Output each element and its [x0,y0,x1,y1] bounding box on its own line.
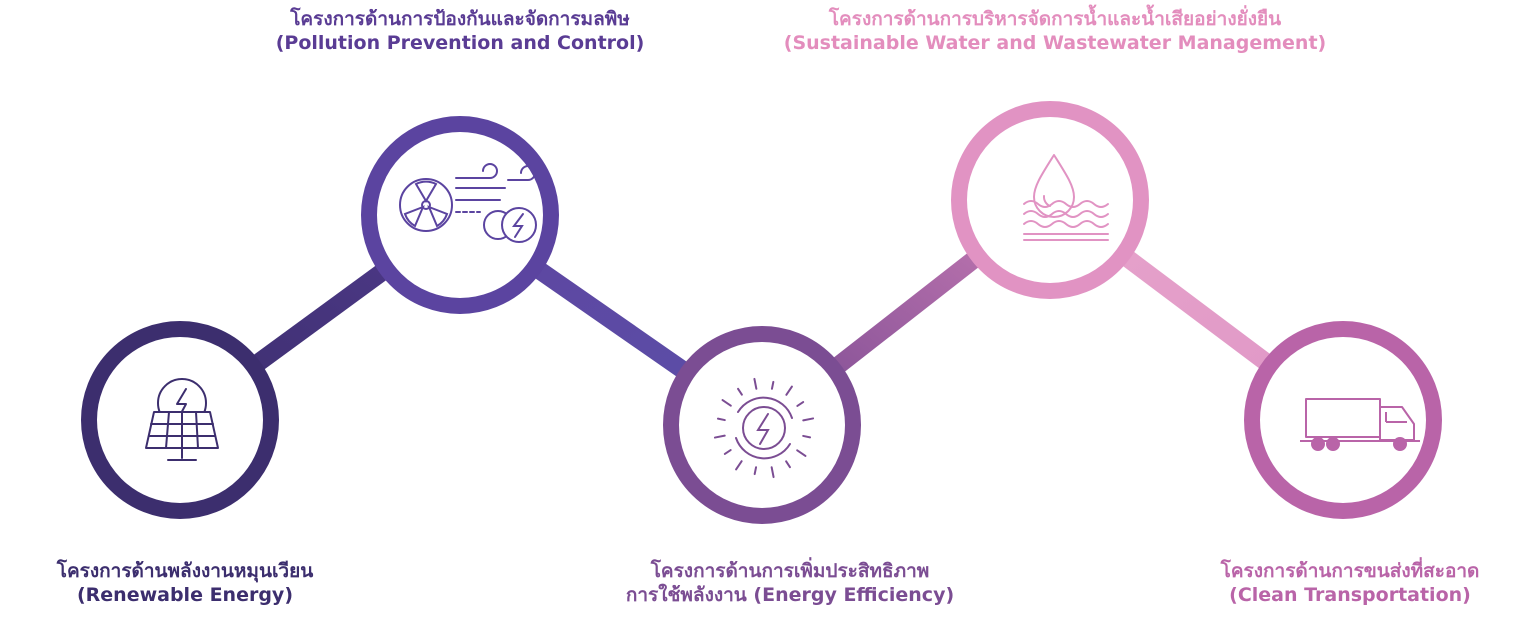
label-water-english: (Sustainable Water and Wastewater Manage… [783,31,1327,54]
label-efficiency: โครงการด้านการเพิ่มประสิทธิภาพ การใช้พลั… [560,560,1020,608]
label-renewable: โครงการด้านพลังงานหมุนเวียน (Renewable E… [0,560,370,608]
label-efficiency-thai: โครงการด้านการเพิ่มประสิทธิภาพ [650,560,930,582]
label-transport-thai: โครงการด้านการขนส่งที่สะอาด [1220,560,1480,582]
ray-dash [802,417,815,422]
label-efficiency-english: การใช้พลังงาน (Energy Efficiency) [625,583,955,606]
ray-dash [796,449,807,457]
ray-dash [723,449,732,455]
truck-icon [1300,398,1420,451]
label-renewable-english: (Renewable Energy) [76,583,294,606]
ray-dash [785,385,793,396]
ray-dash [716,417,726,422]
node-transport [1244,321,1442,519]
ray-dash [713,434,726,439]
label-renewable-thai: โครงการด้านพลังงานหมุนเวียน [56,560,314,582]
label-water: โครงการด้านการบริหารจัดการน้ำและน้ำเสียอ… [735,8,1375,56]
solar-panel-icon [145,378,219,461]
ray-dash [796,401,805,407]
ray-dash [785,460,791,469]
label-transport: โครงการด้านการขนส่งที่สะอาด (Clean Trans… [1165,560,1535,608]
ray-dash [802,434,812,439]
ray-dash [770,380,775,390]
label-transport-english: (Clean Transportation) [1229,583,1471,606]
ray-dash [735,460,743,471]
node-renewable [81,321,279,519]
node-pollution [361,116,559,314]
ray-dash [737,387,743,396]
label-pollution-thai: โครงการด้านการป้องกันและจัดการมลพิษ [290,8,630,30]
node-efficiency [663,326,861,524]
node-water [951,101,1149,299]
ray-dash [721,399,732,407]
energy-bolt-icon [713,377,815,479]
ray-dash [753,377,758,390]
label-pollution-english: (Pollution Prevention and Control) [275,31,645,54]
label-water-thai: โครงการด้านการบริหารจัดการน้ำและน้ำเสียอ… [828,8,1282,30]
water-drop-icon [1023,154,1109,241]
ray-dash [753,466,758,476]
wind-turbine-icon [399,163,537,243]
ray-dash [770,466,775,479]
label-pollution: โครงการด้านการป้องกันและจัดการมลพิษ (Pol… [215,8,705,56]
